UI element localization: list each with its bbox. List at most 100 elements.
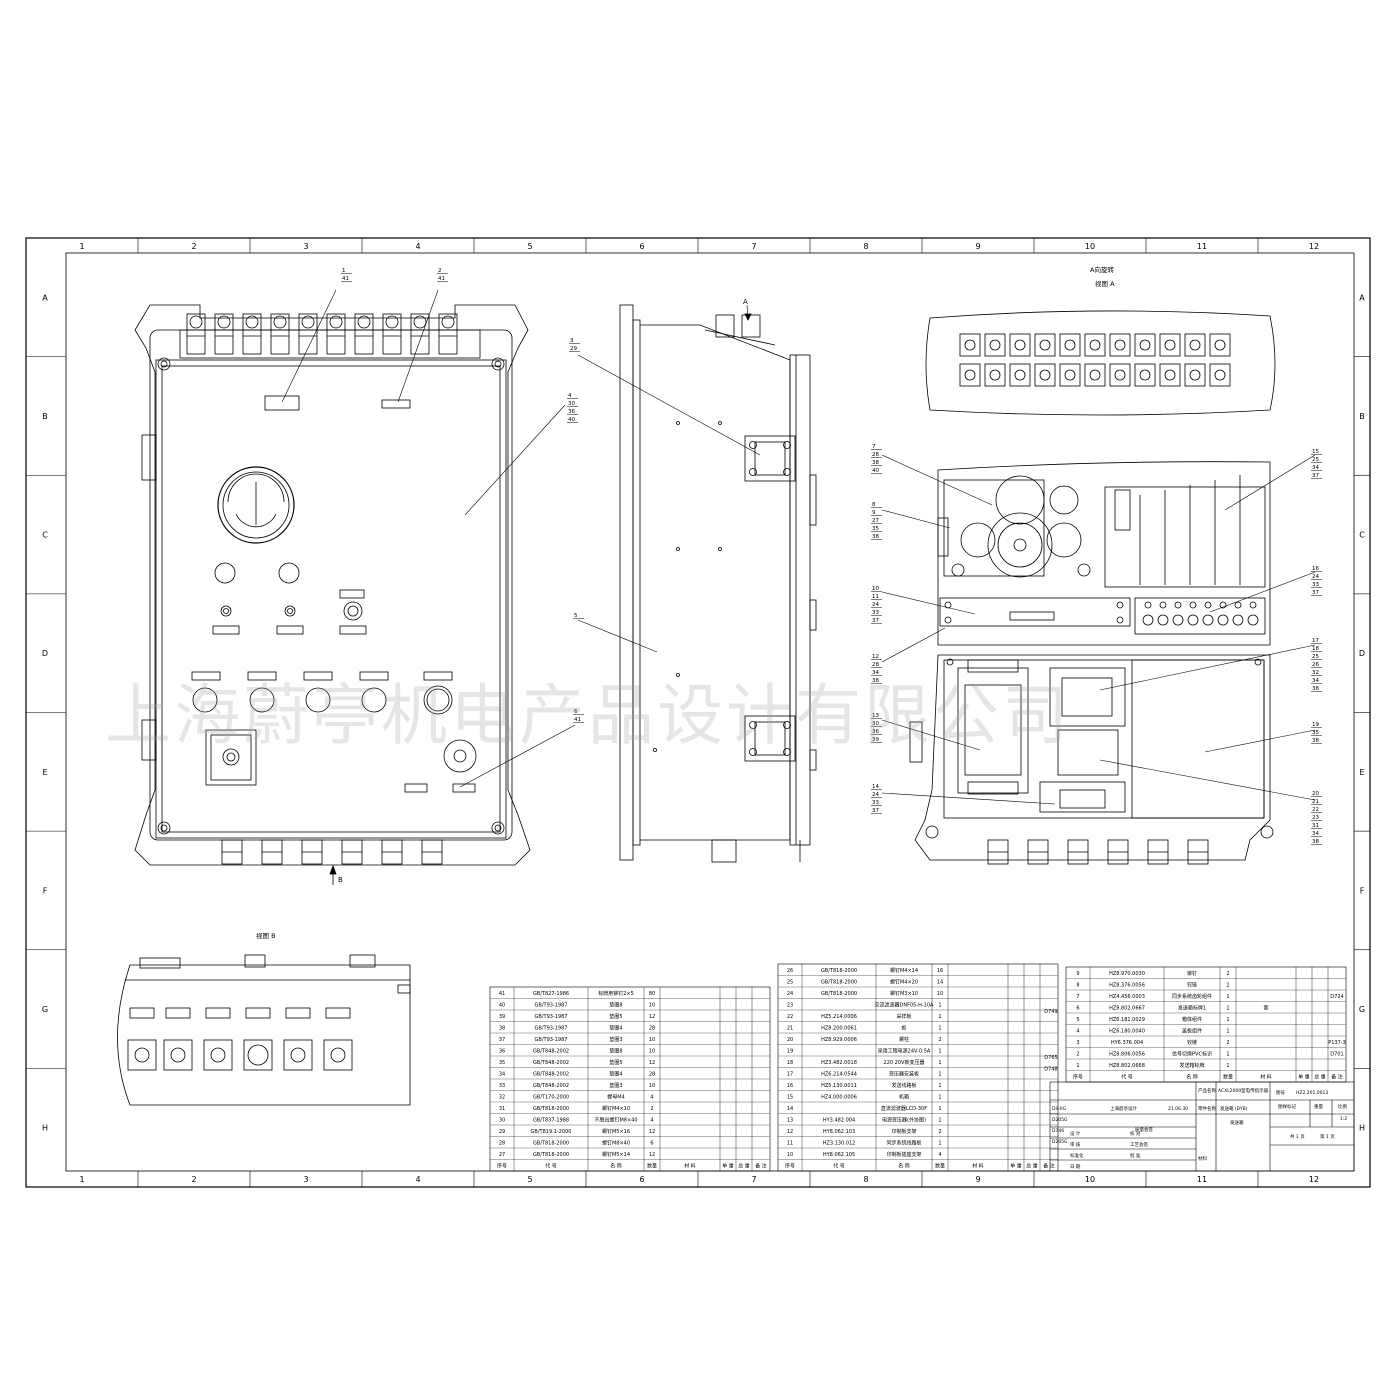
table-cell: 37 bbox=[499, 1037, 505, 1043]
view-a-label: 视图 A bbox=[1095, 279, 1115, 288]
table-cell: 螺母M4 bbox=[607, 1094, 625, 1101]
table-cell: 19 bbox=[787, 1049, 793, 1055]
table-cell: GB/T93-1987 bbox=[535, 1037, 568, 1043]
table-cell: 发送线路板 bbox=[891, 1082, 916, 1089]
view-a-connector bbox=[1209, 333, 1231, 357]
view-b-connector bbox=[163, 1039, 193, 1071]
table-cell: 35 bbox=[499, 1060, 505, 1066]
table-cell: 1 bbox=[938, 1095, 941, 1101]
view-a bbox=[925, 310, 1276, 416]
table-cell: 垫圈5 bbox=[609, 1013, 622, 1020]
balloon-item: 34 bbox=[1312, 831, 1319, 837]
top-connector bbox=[354, 313, 374, 355]
balloon-item: 38 bbox=[1312, 738, 1319, 744]
zone-row-left-G: G bbox=[42, 1005, 48, 1014]
table-cell: 7 bbox=[1076, 994, 1079, 1000]
view-b-labels: 视图 B bbox=[256, 931, 276, 940]
table-cell: 标牌用铆钉2×5 bbox=[598, 990, 634, 997]
table-cell: 信号切换PVC标识 bbox=[1172, 1051, 1212, 1058]
terminal bbox=[1247, 614, 1259, 626]
balloon-item: 33 bbox=[872, 800, 879, 806]
balloon-item: 24 bbox=[872, 792, 879, 798]
view-a-connector bbox=[1159, 333, 1181, 357]
side-view bbox=[577, 304, 817, 863]
terminal bbox=[1217, 614, 1229, 626]
table-cell: HZ4.456.0003 bbox=[1109, 994, 1145, 1000]
side-code: D748 bbox=[1044, 1067, 1057, 1073]
zone-col-top-12: 12 bbox=[1309, 242, 1319, 251]
table-cell: 螺钉M8×40 bbox=[602, 1140, 630, 1147]
material-label: 材料 bbox=[1198, 1155, 1207, 1162]
connector-cap bbox=[217, 315, 231, 329]
table-cell: 交流滤波器DNF05-H-10A bbox=[875, 1002, 935, 1009]
view-a-connector bbox=[1134, 333, 1156, 357]
view-a-connector bbox=[1034, 333, 1056, 357]
date-value: 21.06.30 bbox=[1168, 1106, 1188, 1112]
connector-pin bbox=[964, 369, 976, 381]
table-cell: 铰链 bbox=[1187, 1039, 1197, 1046]
sheet-number: 第 1 页 bbox=[1320, 1133, 1335, 1140]
table-cell: 23 bbox=[787, 1003, 793, 1009]
connector-pin bbox=[1189, 369, 1201, 381]
table-cell: 机箱 bbox=[899, 1094, 909, 1101]
balloon-item: 6 bbox=[574, 709, 578, 715]
balloon-item: 31 bbox=[1312, 823, 1319, 829]
table-cell: GB/T848-2002 bbox=[533, 1083, 569, 1089]
table-header: 名 称 bbox=[610, 1163, 622, 1170]
connector-pin bbox=[134, 1047, 150, 1063]
table-cell: 螺钉M5×14 bbox=[602, 1151, 630, 1158]
drawing-code: D205G bbox=[1052, 1139, 1068, 1145]
table-cell: P137-3 bbox=[1328, 1040, 1346, 1046]
interior-view bbox=[881, 454, 1316, 865]
table-cell: 36 bbox=[499, 1049, 505, 1055]
table-cell: GB/T848-2002 bbox=[533, 1049, 569, 1055]
table-cell: 铆钉 bbox=[1187, 970, 1197, 977]
view-b-connector bbox=[243, 1039, 273, 1071]
zone-col-top-2: 2 bbox=[191, 242, 196, 251]
balloon-item: 10 bbox=[872, 586, 879, 592]
table-cell: 垫圈3 bbox=[609, 1036, 622, 1043]
table-cell: HZ6.181.0029 bbox=[1109, 1017, 1145, 1023]
zone-col-bottom-10: 10 bbox=[1085, 1175, 1095, 1184]
balloon-item: 28 bbox=[872, 662, 879, 668]
table-cell: 垫圈8 bbox=[609, 1048, 622, 1055]
balloon-3: 329 bbox=[569, 338, 580, 352]
connector-cap bbox=[245, 315, 259, 329]
table-cell: 电源变压器(外协图) bbox=[882, 1117, 926, 1124]
zone-row-left-F: F bbox=[43, 886, 48, 895]
zone-row-right-F: F bbox=[1360, 886, 1365, 895]
role-label: 设 计 bbox=[1070, 1130, 1081, 1137]
balloon-item: 18 bbox=[1312, 646, 1319, 652]
table-cell: 10 bbox=[937, 991, 943, 997]
table-cell: 16 bbox=[787, 1083, 793, 1089]
top-connector bbox=[438, 313, 458, 355]
balloon-item: 24 bbox=[872, 602, 879, 608]
table-header: 代 号 bbox=[545, 1163, 557, 1170]
table-cell: 9 bbox=[1076, 971, 1079, 977]
balloon-item: 38 bbox=[872, 460, 879, 466]
table-cell: 垫圈4 bbox=[609, 1025, 622, 1032]
scale-value: 1:2 bbox=[1340, 1116, 1347, 1122]
table-cell: 14 bbox=[937, 980, 943, 986]
zone-col-top-7: 7 bbox=[751, 242, 756, 251]
zone-col-bottom-5: 5 bbox=[527, 1175, 532, 1184]
table-header: 单 重 bbox=[1010, 1163, 1022, 1170]
front-view bbox=[134, 289, 576, 885]
balloon-item: 37 bbox=[1312, 590, 1319, 596]
table-header: 名 称 bbox=[1186, 1074, 1198, 1081]
balloon-item: 24 bbox=[1312, 574, 1319, 580]
zone-col-top-11: 11 bbox=[1197, 242, 1207, 251]
table-header: 数量 bbox=[935, 1163, 945, 1170]
spec-label: 发送箱 (DYB) bbox=[1220, 1105, 1248, 1112]
balloon-item: 35 bbox=[1312, 730, 1319, 736]
balloon-item: 29 bbox=[570, 346, 577, 352]
role-label: 工艺会签 bbox=[1130, 1141, 1148, 1148]
view-a-connector bbox=[959, 333, 981, 357]
table-cell: GB/T93-1987 bbox=[535, 1014, 568, 1020]
balloon-item: 14 bbox=[872, 784, 879, 790]
